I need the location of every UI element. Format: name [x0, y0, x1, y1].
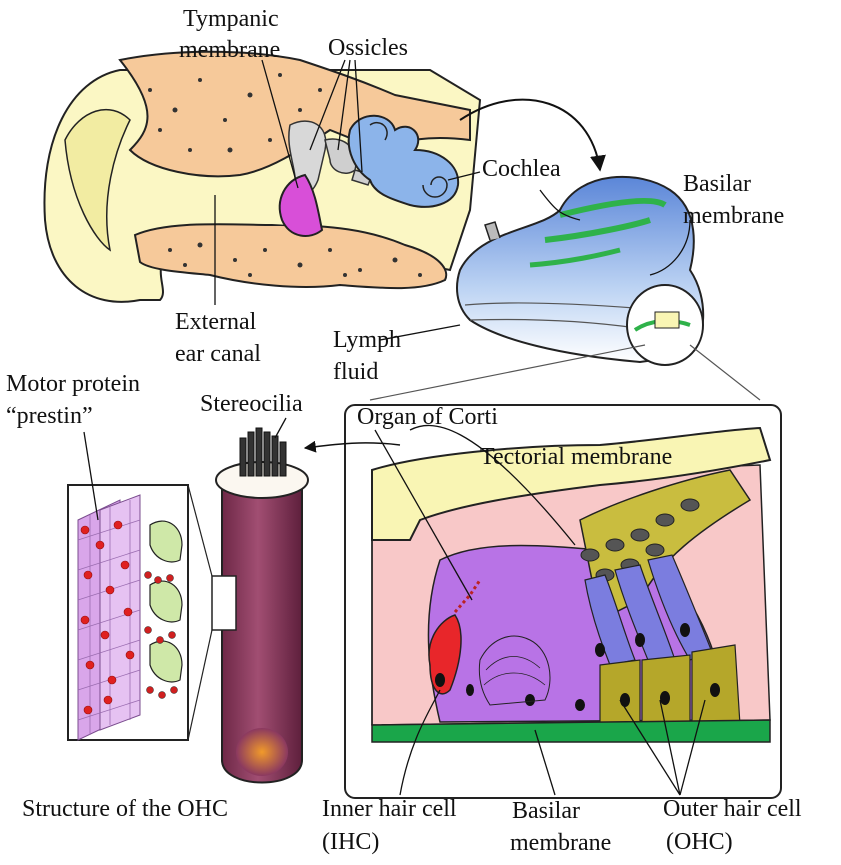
- label-stereocilia: Stereocilia: [200, 390, 303, 418]
- prestin-zoom-line-bottom: [188, 630, 212, 740]
- label-cochlea: Cochlea: [482, 155, 561, 183]
- label-external-1: External: [175, 308, 256, 336]
- label-basilar-top-2: membrane: [683, 202, 784, 230]
- label-basilar-bottom-1: Basilar: [512, 797, 580, 825]
- zoom-line-right: [690, 345, 760, 400]
- label-structure-ohc: Structure of the OHC: [22, 795, 228, 823]
- label-ihc-2: (IHC): [322, 828, 379, 856]
- label-tympanic-1: Tympanic: [183, 5, 279, 33]
- label-lymph-1: Lymph: [333, 326, 401, 354]
- label-ossicles: Ossicles: [328, 34, 408, 62]
- label-external-2: ear canal: [175, 340, 261, 368]
- label-tympanic-2: membrane: [179, 36, 280, 64]
- label-ohc-2: (OHC): [666, 828, 733, 856]
- label-organ-of-corti: Organ of Corti: [357, 403, 498, 431]
- label-motor-protein: Motor protein: [6, 370, 140, 398]
- zoom-line-left: [370, 345, 645, 400]
- label-tectorial-membrane: Tectorial membrane: [480, 443, 672, 471]
- ohc-cell: [212, 462, 308, 783]
- label-prestin: “prestin”: [6, 402, 93, 430]
- label-basilar-top-1: Basilar: [683, 170, 751, 198]
- label-ohc-1: Outer hair cell: [663, 795, 802, 823]
- label-basilar-bottom-2: membrane: [510, 829, 611, 857]
- prestin-zoom-line-top: [188, 485, 212, 576]
- label-lymph-2: fluid: [333, 358, 378, 386]
- cochlea-enlarged: [457, 177, 703, 365]
- organ-of-corti-illustration: [372, 428, 770, 742]
- label-ihc-1: Inner hair cell: [322, 795, 457, 823]
